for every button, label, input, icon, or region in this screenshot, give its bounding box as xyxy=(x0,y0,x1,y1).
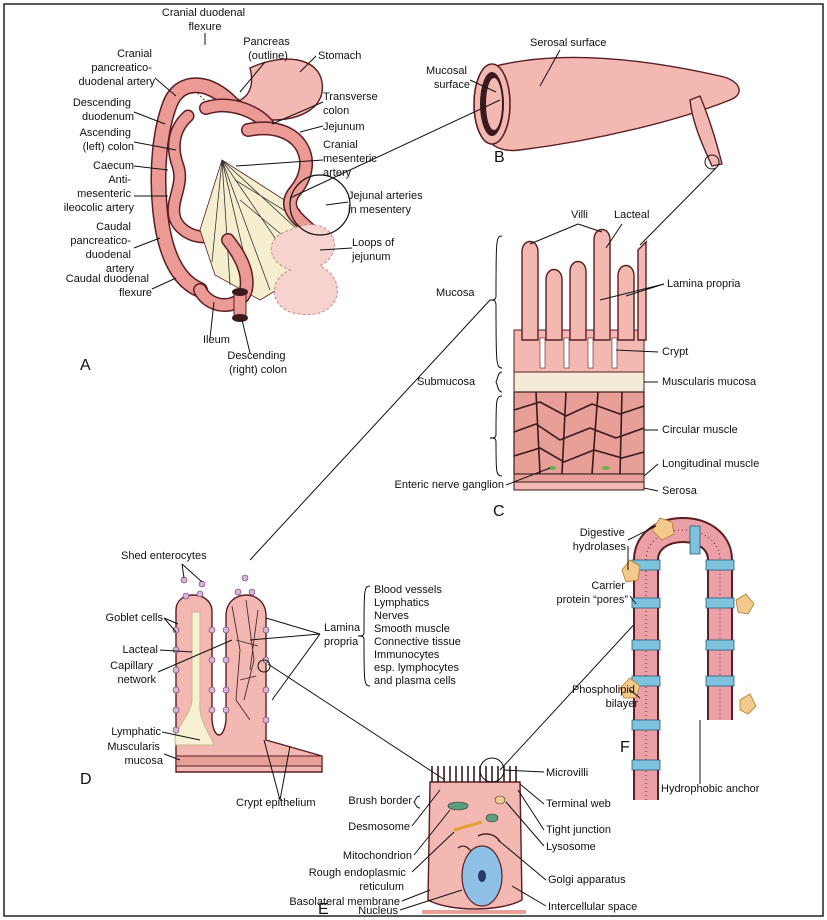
label-rough-er: Rough endoplasmic reticulum xyxy=(309,867,409,893)
label-circular-muscle: Circular muscle xyxy=(662,424,738,436)
panel-label-a: A xyxy=(80,357,91,374)
label-villi: Villi xyxy=(571,209,588,221)
label-microvilli: Microvilli xyxy=(546,767,588,779)
label-lymphatic: Lymphatic xyxy=(111,726,161,738)
label-lamina-propria-d: Lamina propria xyxy=(324,622,363,648)
label-descending-right-colon: Descending (right) colon xyxy=(227,350,288,376)
panel-label-d: D xyxy=(80,771,92,788)
panel-d-illustration xyxy=(173,575,322,772)
label-crypt: Crypt xyxy=(662,346,688,358)
label-submucosa: Submucosa xyxy=(417,376,476,388)
label-hydrophobic-anchor: Hydrophobic anchor xyxy=(661,783,760,795)
label-desmosome: Desmosome xyxy=(348,821,410,833)
label-mucosa: Mucosa xyxy=(436,287,475,299)
label-lysosome: Lysosome xyxy=(546,841,596,853)
villus-2 xyxy=(546,270,562,341)
label-golgi-apparatus: Golgi apparatus xyxy=(548,874,626,886)
panel-label-c: C xyxy=(493,503,505,520)
label-pancreas: Pancreas (outline) xyxy=(243,36,293,62)
label-lacteal-c: Lacteal xyxy=(614,209,649,221)
label-muscularis-mucosa-c: Muscularis mucosa xyxy=(662,376,757,388)
label-carrier-protein-pores: Carrier protein “pores” xyxy=(556,580,628,606)
label-cranial-mesenteric-artery: Cranial mesenteric artery xyxy=(323,139,380,179)
label-mucosal-surface: Mucosal surface xyxy=(426,65,470,91)
label-tight-junction: Tight junction xyxy=(546,824,611,836)
panel-label-e: E xyxy=(318,901,329,918)
label-lacteal-d: Lacteal xyxy=(123,644,158,656)
villus-3 xyxy=(570,262,586,341)
label-serosa: Serosa xyxy=(662,485,698,497)
label-enteric-nerve-ganglion: Enteric nerve ganglion xyxy=(395,479,504,491)
panel-d-labels: Shed enterocytes Goblet cells Lacteal Ca… xyxy=(80,550,464,809)
label-cranial-pancreaticoduodenal-artery: Cranial pancreatico- duodenal artery xyxy=(79,48,156,88)
label-transverse-colon: Transverse colon xyxy=(323,91,381,117)
label-muscularis-mucosa-d: Muscularis mucosa xyxy=(107,741,164,767)
label-goblet-cells: Goblet cells xyxy=(106,612,164,624)
label-caudal-duodenal-flexure: Caudal duodenal flexure xyxy=(66,273,152,299)
label-shed-enterocytes: Shed enterocytes xyxy=(121,550,207,562)
panel-c-illustration xyxy=(514,230,646,491)
membrane-fold xyxy=(646,530,720,800)
label-caecum: Caecum xyxy=(93,160,134,172)
label-digestive-hydrolases: Digestive hydrolases xyxy=(573,527,628,553)
label-jejunum: Jejunum xyxy=(323,121,365,133)
label-serosal-surface: Serosal surface xyxy=(530,37,606,49)
label-ascending-left-colon: Ascending (left) colon xyxy=(80,127,134,153)
label-intercellular-space: Intercellular space xyxy=(548,901,637,913)
label-terminal-web: Terminal web xyxy=(546,798,611,810)
panel-label-f: F xyxy=(620,739,630,756)
panel-b-illustration: Serosal surface Mucosal surface B xyxy=(426,37,739,169)
label-antimesenteric-ileocolic-artery: Anti- mesenteric ileocolic artery xyxy=(64,174,135,214)
label-mitochondrion: Mitochondrion xyxy=(343,850,412,862)
label-jejunal-arteries: Jejunal arteries in mesentery xyxy=(348,190,426,216)
villus-1 xyxy=(522,242,538,341)
label-brush-border: Brush border xyxy=(348,795,412,807)
panel-a-illustration xyxy=(158,59,350,322)
panel-e-illustration xyxy=(422,758,526,914)
label-capillary-network: Capillary network xyxy=(110,660,156,686)
label-lamina-contents: Blood vessels Lymphatics Nerves Smooth m… xyxy=(374,584,464,687)
label-nucleus: Nucleus xyxy=(358,905,398,917)
label-descending-duodenum: Descending duodenum xyxy=(73,97,134,123)
label-loops-of-jejunum: Loops of jejunum xyxy=(351,237,397,263)
villus-5 xyxy=(618,266,634,341)
label-stomach: Stomach xyxy=(318,50,361,62)
label-caudal-pancreaticoduodenal-artery: Caudal pancreatico- duodenal artery xyxy=(70,221,134,275)
panel-f-illustration xyxy=(620,518,756,800)
label-lamina-propria-c: Lamina propria xyxy=(667,278,741,290)
label-longitudinal-muscle: Longitudinal muscle xyxy=(662,458,759,470)
label-crypt-epithelium: Crypt epithelium xyxy=(236,797,315,809)
label-ileum: Ileum xyxy=(203,334,230,346)
label-cranial-duodenal-flexure: Cranial duodenal flexure xyxy=(162,7,248,33)
panel-label-b: B xyxy=(494,149,505,166)
